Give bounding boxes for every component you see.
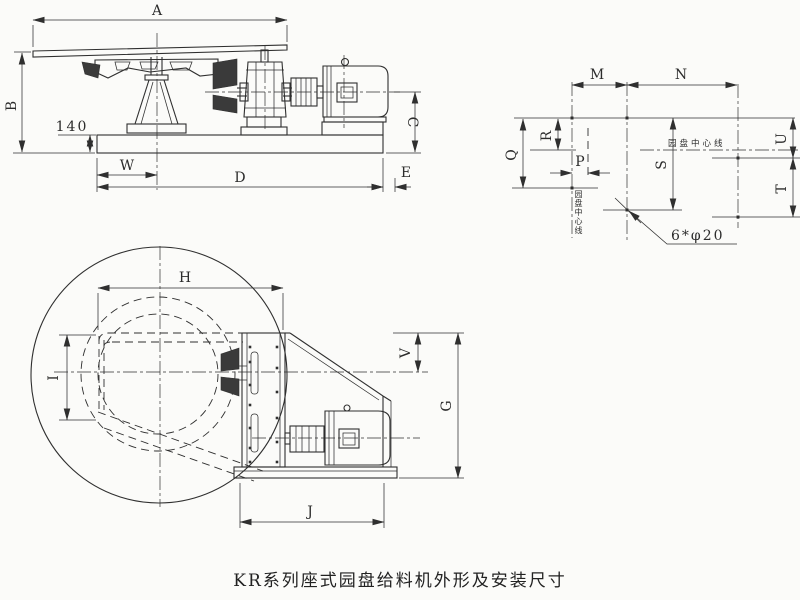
dim-label-q: Q [504,149,520,160]
plan-view-dimensions: H I V G J [46,270,464,528]
frame-bolt-dots [248,345,279,464]
dim-label-v: V [398,347,414,359]
disc-centerline-label-horizontal: 园盘中心线 [668,138,726,149]
side-view-dimensions: A B 140 C W D E [4,3,421,192]
bolt-holes [548,116,800,219]
dim-label-u: U [774,133,790,145]
material-ring-inner [97,313,219,435]
disc-centerline-label-vertical: 园盘中心线 [574,190,583,235]
bolt-callout-leader: 6*φ20 [614,197,737,245]
motor-side [321,55,389,136]
bolt-callout: 6*φ20 [671,228,725,244]
side-view: A B 140 C W D E [4,3,421,192]
hole-layout: 园盘中心线 M N Q R [504,67,800,245]
dim-label-w: W [120,158,135,174]
motor-plan [324,404,391,466]
dim-label-g: G [439,400,455,411]
plan-view: H I V G J [30,246,464,528]
dim-label-s: S [654,160,670,170]
dim-label-m: M [590,67,604,83]
dim-label-b: B [4,101,20,111]
disc-circle [30,246,288,504]
dim-label-n: N [675,67,687,83]
material-ring-outer [80,296,236,452]
coupling-plan [284,425,325,453]
dim-label-r: R [539,130,555,141]
dim-label-p: P [575,154,584,170]
dim-label-j: J [305,504,313,520]
feed-skirt-hidden-edges [97,332,264,482]
dim-label-base-height: 140 [56,119,89,135]
gearbox [237,46,292,136]
lifting-eyebolt [340,57,350,67]
base-plate [96,134,384,154]
dim-label-a: A [151,3,163,19]
drawing-caption: KR系列座式园盘给料机外形及安装尺寸 [233,571,567,591]
dim-label-d: D [234,170,245,186]
hole-layout-dimensions: M N Q R P S U T [504,67,797,218]
pedestal [126,57,187,134]
disc-table-edge [32,44,288,58]
dim-label-t: T [774,184,790,194]
bevel-gear-side [212,58,238,114]
dim-label-c: C [404,117,420,128]
bevel-gear-plan [220,347,247,397]
dim-label-i: I [46,375,62,381]
dim-label-e: E [401,165,411,181]
dim-label-h: H [179,270,191,286]
motor-eyebolt-plan [343,404,351,412]
frame-plan [233,332,398,479]
